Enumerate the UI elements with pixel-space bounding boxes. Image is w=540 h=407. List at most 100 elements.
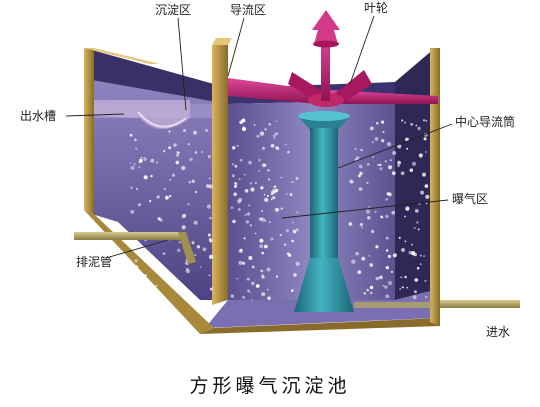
bubble <box>193 130 197 135</box>
bubble <box>206 204 212 209</box>
bubble <box>260 217 266 222</box>
bubble <box>371 141 374 144</box>
bubble <box>169 179 172 181</box>
bubble <box>406 286 409 289</box>
bubble <box>189 157 193 162</box>
bubble <box>291 221 294 224</box>
bubble <box>387 254 391 259</box>
bubble <box>268 178 271 181</box>
bubble <box>291 239 294 243</box>
bubble <box>263 244 268 249</box>
bubble <box>238 178 241 181</box>
bubble <box>285 193 288 196</box>
bubble <box>273 134 276 137</box>
bubble <box>207 155 211 159</box>
bubble <box>199 266 202 268</box>
bubble <box>150 174 153 178</box>
label-impeller: 叶轮 <box>364 1 388 15</box>
bubble <box>423 255 425 257</box>
bubble <box>135 147 138 150</box>
bubble <box>130 165 135 170</box>
bubble <box>244 189 249 193</box>
bubble <box>246 212 251 216</box>
bubble <box>273 185 277 188</box>
bubble <box>369 291 373 295</box>
bubble <box>143 286 148 291</box>
bubble <box>404 121 406 124</box>
bubble <box>133 163 136 166</box>
bubble <box>234 184 237 188</box>
bubble <box>248 256 253 260</box>
bubble <box>268 221 271 224</box>
leader-lines <box>65 15 453 259</box>
bubble <box>241 126 247 132</box>
bubble <box>367 163 370 166</box>
bubble <box>230 294 234 298</box>
bubble <box>390 270 394 274</box>
bubble <box>272 196 276 200</box>
sludge-pipe <box>74 232 196 264</box>
bubble <box>369 126 374 131</box>
bubble <box>380 215 383 219</box>
bubble <box>419 254 422 257</box>
bubble <box>238 197 243 203</box>
bubble <box>143 157 147 161</box>
bubble <box>239 248 243 252</box>
bubble <box>355 156 360 161</box>
bubble <box>236 144 239 147</box>
bubble <box>414 209 419 213</box>
bubble <box>272 188 275 191</box>
bubble <box>201 151 204 153</box>
bubble <box>247 289 250 292</box>
bubble <box>291 289 294 292</box>
bubble <box>369 285 374 290</box>
bubble <box>409 168 413 172</box>
bubble <box>187 203 190 206</box>
bubble <box>385 198 388 201</box>
bubble <box>267 296 271 300</box>
bubble <box>354 158 357 161</box>
label-aeration-zone: 曝气区 <box>452 191 488 206</box>
bubble <box>158 291 161 295</box>
bubble <box>194 254 197 256</box>
bubble <box>141 278 144 281</box>
bubble <box>261 275 265 279</box>
bubble <box>248 204 251 207</box>
label-settling-zone: 沉淀区 <box>155 3 191 17</box>
bubble <box>270 237 274 241</box>
bubble <box>365 209 371 214</box>
bubble <box>404 275 407 279</box>
bubble <box>242 261 246 265</box>
bubble <box>397 160 401 165</box>
bubble <box>406 147 409 150</box>
bubble <box>141 275 145 279</box>
bubble <box>379 163 382 167</box>
bubble <box>411 161 417 166</box>
label-center-tube: 中心导流筒 <box>455 114 515 129</box>
bubble <box>162 252 166 256</box>
bubble <box>202 247 207 252</box>
diagram-caption: 方形曝气沉淀池 <box>189 375 350 397</box>
bubble <box>196 245 201 249</box>
bubble <box>129 133 133 137</box>
bubble <box>188 180 192 184</box>
bubble <box>385 249 389 252</box>
bubble <box>273 137 275 139</box>
bubble <box>425 120 428 122</box>
bubble <box>251 298 253 301</box>
bubble <box>363 292 366 295</box>
bubble <box>163 188 166 191</box>
bubble <box>176 151 179 154</box>
bubble <box>270 144 275 148</box>
bubble <box>168 130 171 133</box>
bubble <box>381 120 385 124</box>
bubble <box>377 164 380 167</box>
bubble <box>374 211 377 213</box>
bubble <box>414 278 419 282</box>
bubble <box>285 229 289 233</box>
bubble <box>424 279 427 282</box>
bubble <box>416 221 419 224</box>
bubble <box>175 160 180 165</box>
bubble <box>412 295 417 300</box>
